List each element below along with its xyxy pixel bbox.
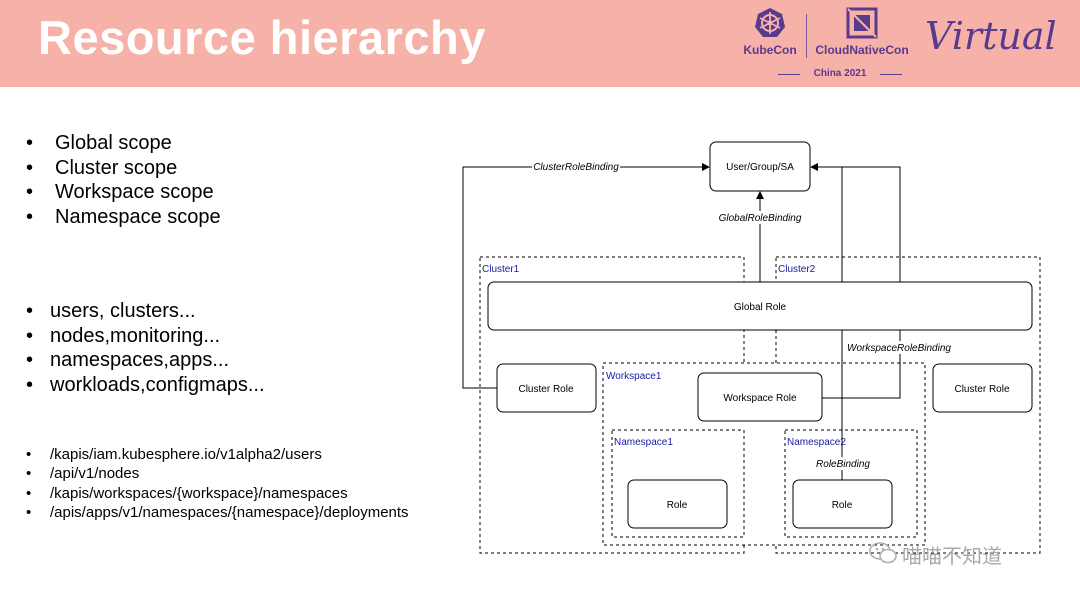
cluster-role-binding-label: ClusterRoleBinding — [533, 162, 619, 173]
global-role-node-label: Global Role — [734, 302, 787, 313]
workspace-role-binding-label: WorkspaceRoleBinding — [847, 343, 951, 354]
workspace1-label: Workspace1 — [606, 371, 662, 382]
global-role-binding-label: GlobalRoleBinding — [719, 213, 802, 224]
global-role-node — [487, 281, 1033, 331]
global-role-binding-label-bg — [718, 211, 802, 224]
subject-node-label: User/Group/SA — [726, 162, 794, 173]
cluster1-container — [479, 256, 745, 554]
kubernetes-wheel-icon — [755, 8, 785, 37]
cluster-role-right-label: Cluster Role — [954, 384, 1009, 395]
watermark-text: 喵喵不知道 — [902, 544, 1002, 568]
cluster-role-binding-label-bg — [532, 160, 620, 173]
api-path-item: /kapis/workspaces/{workspace}/namespaces — [26, 484, 409, 504]
resource-item: nodes,monitoring... — [26, 324, 265, 349]
workspace-role-node — [697, 372, 823, 422]
cluster-role-binding-line — [462, 163, 710, 389]
workspace-role-node-label: Workspace Role — [723, 393, 797, 404]
logo-divider — [806, 14, 807, 58]
resource-item: users, clusters... — [26, 299, 265, 324]
scope-item: Global scope — [26, 131, 221, 156]
kubecon-logo: KubeCon — [722, 6, 818, 57]
namespace2-label: Namespace2 — [787, 437, 846, 448]
role-ns1-label: Role — [667, 500, 688, 511]
workspace-role-binding-label-bg — [847, 341, 951, 354]
cluster-role-node-left — [496, 363, 597, 413]
kubecon-label: KubeCon — [743, 43, 797, 57]
scope-list: Global scope Cluster scope Workspace sco… — [26, 131, 221, 229]
api-path-list: /kapis/iam.kubesphere.io/v1alpha2/users … — [26, 445, 409, 522]
cloudnativecon-logo: CloudNativeCon — [814, 6, 910, 57]
role-node-ns2 — [792, 479, 893, 529]
wechat-watermark-icon — [869, 542, 897, 564]
subject-node — [709, 141, 811, 192]
cloudnativecon-icon — [846, 7, 878, 39]
namespace1-container — [611, 429, 745, 538]
scope-item: Namespace scope — [26, 205, 221, 230]
namespace2-container — [784, 429, 918, 538]
api-path-item: /api/v1/nodes — [26, 464, 409, 484]
role-ns2-label: Role — [832, 500, 853, 511]
namespace1-label: Namespace1 — [614, 437, 673, 448]
cluster1-label: Cluster1 — [482, 264, 520, 275]
api-path-item: /apis/apps/v1/namespaces/{namespace}/dep… — [26, 503, 409, 523]
role-binding-label: RoleBinding — [816, 459, 870, 470]
slide-title: Resource hierarchy — [38, 11, 486, 64]
scope-item: Cluster scope — [26, 156, 221, 181]
cluster-role-node-right — [932, 363, 1033, 413]
scope-item: Workspace scope — [26, 180, 221, 205]
role-binding-label-bg — [815, 457, 871, 470]
role-node-ns1 — [627, 479, 728, 529]
cluster-role-left-label: Cluster Role — [518, 384, 573, 395]
resource-list: users, clusters... nodes,monitoring... n… — [26, 299, 265, 397]
event-label: China 2021 — [770, 68, 910, 79]
virtual-label: Virtual — [925, 14, 1057, 58]
api-path-item: /kapis/iam.kubesphere.io/v1alpha2/users — [26, 445, 409, 465]
slide-header: Resource hierarchy KubeCon CloudNativeCo… — [0, 0, 1080, 87]
resource-item: namespaces,apps... — [26, 348, 265, 373]
cluster2-label: Cluster2 — [778, 264, 816, 275]
resource-item: workloads,configmaps... — [26, 373, 265, 398]
cloudnativecon-label: CloudNativeCon — [815, 43, 909, 57]
